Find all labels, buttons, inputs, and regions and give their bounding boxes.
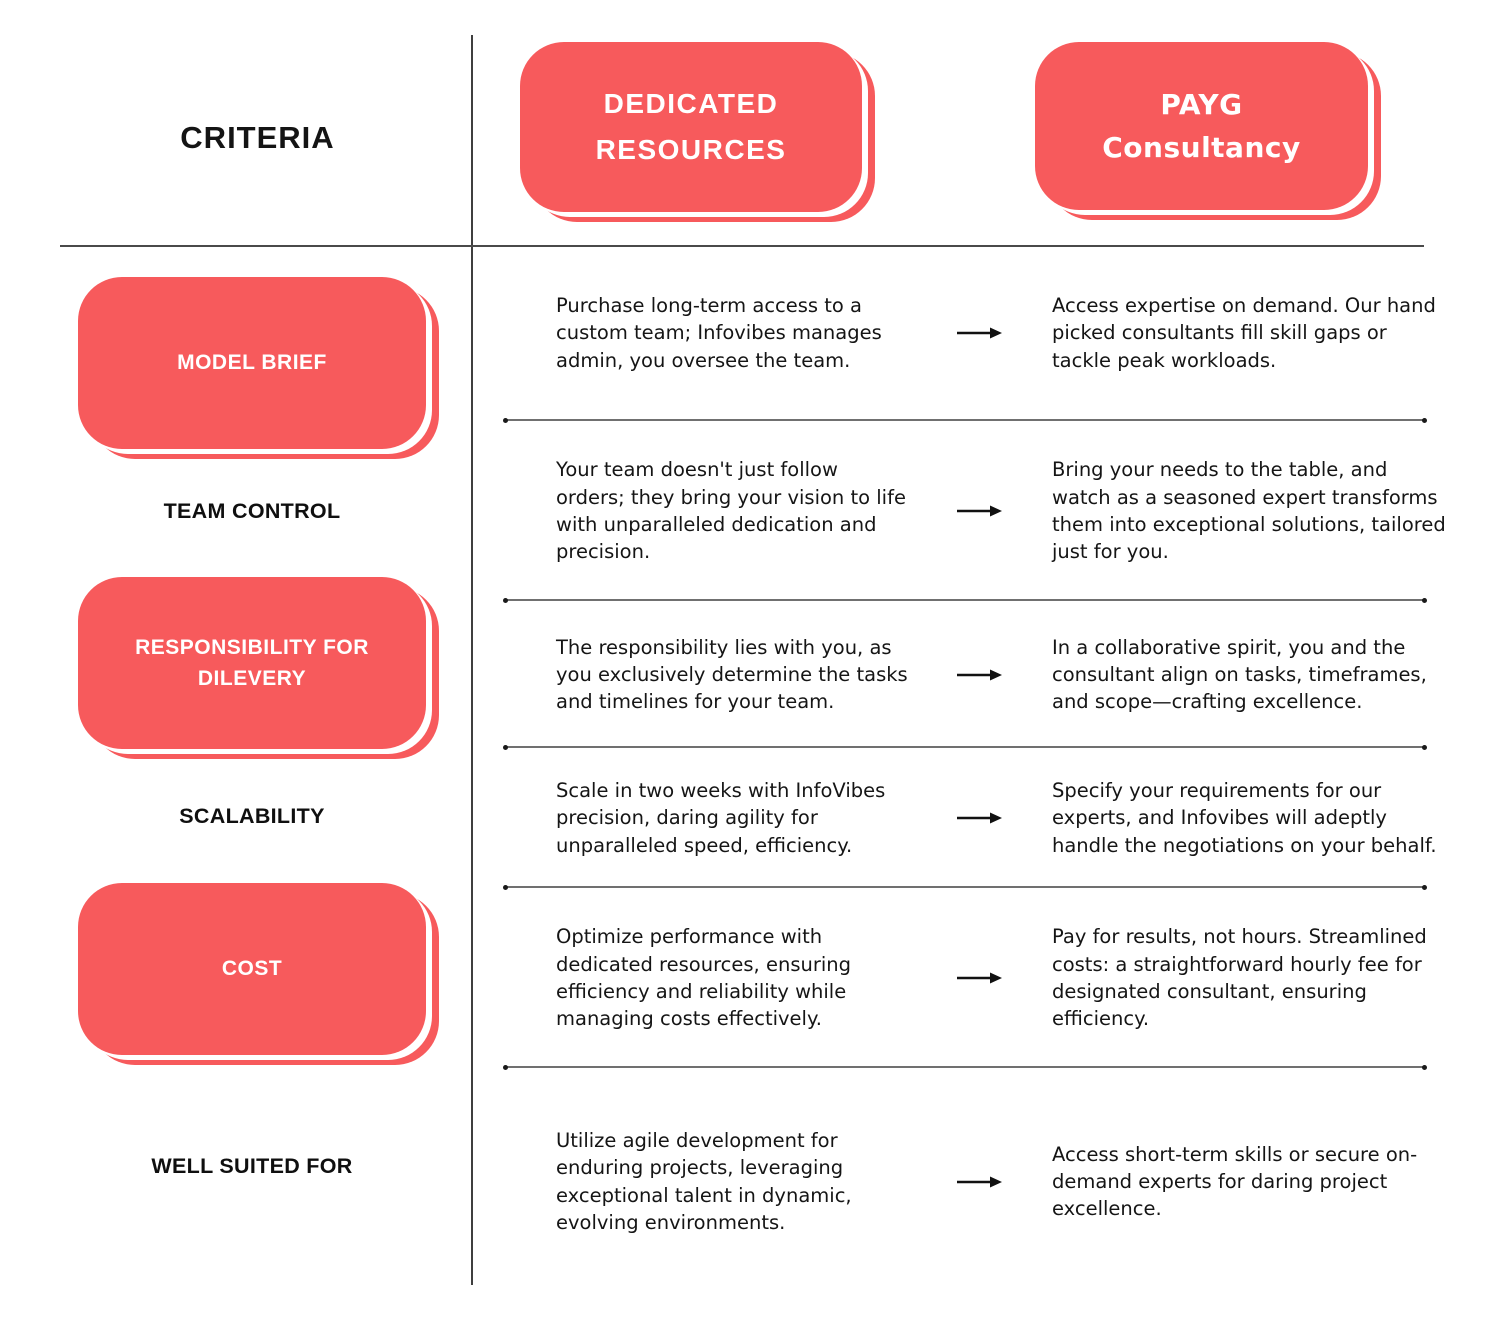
dedicated-cell-text: The responsibility lies with you, as you… bbox=[556, 635, 908, 714]
dedicated-resources-header-box: DEDICATED RESOURCES bbox=[520, 42, 862, 212]
payg-cell-text: Pay for results, not hours. Streamlined … bbox=[1052, 925, 1427, 1031]
payg-cell-text: Bring your needs to the table, and watch… bbox=[1052, 458, 1446, 564]
row-divider bbox=[503, 744, 1427, 749]
criterion-label: RESPONSIBILITY FOR DILEVERY bbox=[135, 635, 369, 691]
payg-cell-text: Access expertise on demand. Our hand pic… bbox=[1052, 294, 1436, 372]
right-arrow-icon bbox=[908, 502, 1052, 520]
dedicated-cell-text: Scale in two weeks with InfoVibes precis… bbox=[556, 779, 886, 857]
criterion-box-responsibility: RESPONSIBILITY FOR DILEVERY bbox=[78, 577, 426, 749]
row-team-control: Your team doesn't just follow orders; th… bbox=[472, 421, 1500, 602]
right-arrow-icon bbox=[908, 969, 1052, 987]
row-model-brief: Purchase long-term access to a custom te… bbox=[472, 245, 1500, 422]
dedicated-resources-header-label: DEDICATED RESOURCES bbox=[595, 87, 787, 165]
dedicated-cell-text: Utilize agile development for enduring p… bbox=[556, 1128, 852, 1234]
criterion-label-team-control: TEAM CONTROL bbox=[163, 499, 341, 523]
criterion-box-cost: COST bbox=[78, 883, 426, 1055]
payg-consultancy-header-box: PAYG Consultancy bbox=[1035, 42, 1368, 210]
header-divider-line bbox=[60, 245, 1424, 247]
criteria-header-box: CRITERIA bbox=[100, 65, 415, 210]
comparison-rows: Purchase long-term access to a custom te… bbox=[472, 245, 1500, 1295]
payg-cell-text: In a collaborative spirit, you and the c… bbox=[1052, 635, 1427, 714]
row-divider bbox=[503, 597, 1427, 602]
dedicated-cell-text: Optimize performance with dedicated reso… bbox=[556, 925, 852, 1031]
criteria-header-label: CRITERIA bbox=[180, 119, 335, 155]
criterion-label: COST bbox=[221, 957, 283, 981]
criterion-label-scalability: SCALABILITY bbox=[179, 804, 325, 828]
row-responsibility: The responsibility lies with you, as you… bbox=[472, 601, 1500, 749]
dedicated-cell-text: Purchase long-term access to a custom te… bbox=[556, 294, 882, 372]
right-arrow-icon bbox=[908, 324, 1052, 342]
criterion-label-well-suited-for: WELL SUITED FOR bbox=[151, 1154, 353, 1178]
column-separator-line bbox=[471, 35, 473, 1285]
right-arrow-icon bbox=[908, 666, 1052, 684]
payg-cell-text: Access short-term skills or secure on-de… bbox=[1052, 1142, 1418, 1221]
row-divider bbox=[503, 1064, 1427, 1069]
criterion-box-model-brief: MODEL BRIEF bbox=[78, 277, 426, 449]
right-arrow-icon bbox=[908, 1173, 1052, 1191]
criterion-label: MODEL BRIEF bbox=[177, 351, 327, 375]
payg-consultancy-header-label: PAYG Consultancy bbox=[1102, 87, 1301, 164]
payg-cell-text: Specify your requirements for our expert… bbox=[1052, 779, 1437, 857]
row-cost: Optimize performance with dedicated reso… bbox=[472, 888, 1500, 1069]
row-divider bbox=[503, 417, 1427, 422]
right-arrow-icon bbox=[908, 809, 1052, 827]
dedicated-cell-text: Your team doesn't just follow orders; th… bbox=[556, 458, 906, 564]
row-scalability: Scale in two weeks with InfoVibes precis… bbox=[472, 748, 1500, 889]
row-divider bbox=[503, 884, 1427, 889]
row-well-suited-for: Utilize agile development for enduring p… bbox=[472, 1068, 1500, 1295]
